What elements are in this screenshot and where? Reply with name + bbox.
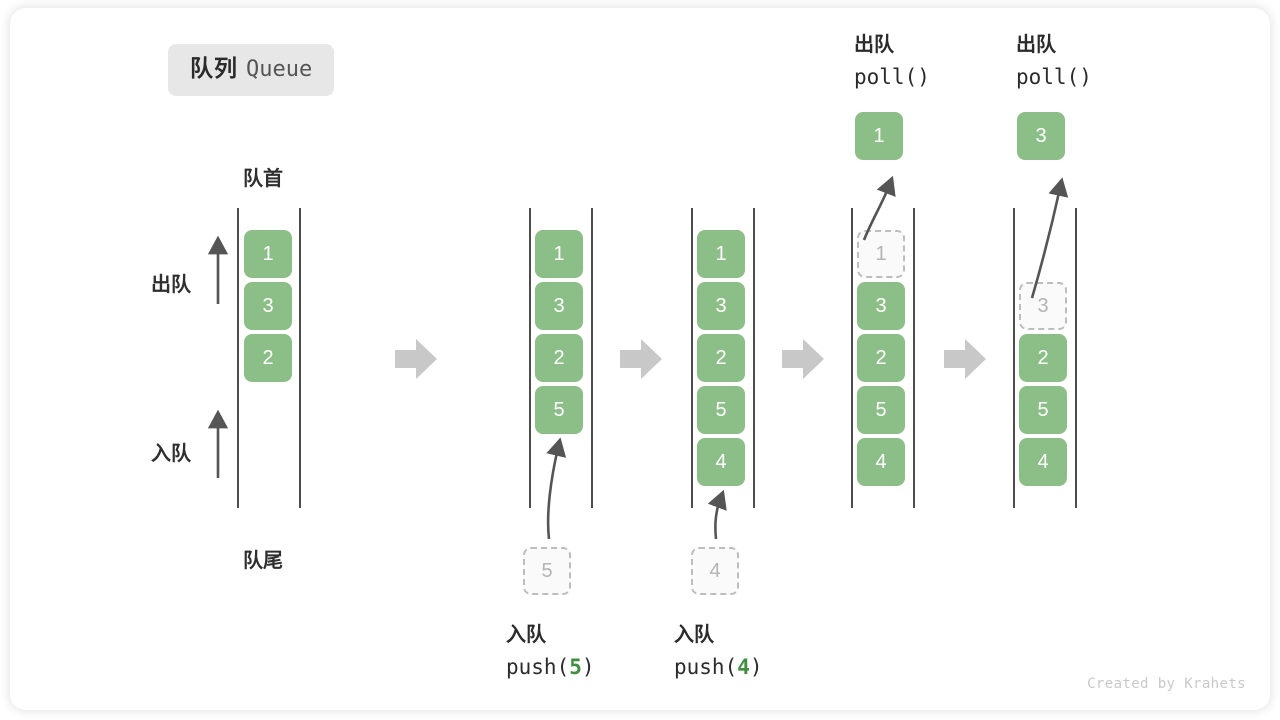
queue-cell: 2 (1019, 334, 1067, 382)
operation-code-suffix: ) (749, 655, 763, 679)
push-arrow-4 (707, 489, 727, 540)
operation-code-prefix: poll( (854, 65, 918, 89)
operation-label-poll-1: 出队 poll() (854, 30, 930, 94)
queue-rail-left-5 (1013, 208, 1015, 508)
queue-cell: 1 (244, 230, 292, 278)
queue-cell: 2 (535, 334, 583, 382)
queue-cell: 1 (697, 230, 745, 278)
queue-rail-right-3 (753, 208, 755, 508)
watermark: Created by Krahets (1087, 676, 1246, 692)
operation-zh: 入队 (506, 624, 546, 646)
operation-zh: 出队 (1016, 34, 1056, 56)
queue-cell: 2 (697, 334, 745, 382)
queue-rail-right-5 (1075, 208, 1077, 508)
queue-cell: 2 (244, 334, 292, 382)
operation-label-poll-3: 出队 poll() (1016, 30, 1092, 94)
operation-code: push(5) (506, 651, 595, 684)
operation-label-push-5: 入队 push(5) (506, 620, 595, 684)
operation-code-suffix: ) (581, 655, 595, 679)
operation-code-prefix: push( (506, 655, 570, 679)
step-arrow (782, 339, 824, 379)
queue-cell-ghost: 3 (1019, 282, 1067, 330)
step-arrow (395, 339, 437, 379)
queue-cell: 3 (244, 282, 292, 330)
operation-code-value: 4 (737, 655, 750, 679)
queue-cell-ghost: 1 (857, 230, 905, 278)
queue-rail-right-2 (591, 208, 593, 508)
popped-value: 3 (1017, 112, 1065, 160)
queue-rail-left-3 (691, 208, 693, 508)
title-zh: 队列 (190, 55, 238, 81)
label-dequeue-direction: 出队 (151, 274, 191, 296)
operation-code-value: 5 (569, 655, 582, 679)
popped-value: 1 (855, 112, 903, 160)
queue-cell: 3 (535, 282, 583, 330)
step-arrow (620, 339, 662, 379)
operation-code-prefix: poll( (1016, 65, 1080, 89)
queue-rail-left-2 (529, 208, 531, 508)
operation-zh: 出队 (854, 34, 894, 56)
pending-push-value: 5 (523, 547, 571, 595)
diagram-stage: 队列 Queue 队首 队尾 出队 入队 1 3 2 1 3 2 5 5 入队 p… (10, 8, 1270, 710)
title-badge: 队列 Queue (168, 44, 335, 96)
operation-label-push-4: 入队 push(4) (674, 620, 763, 684)
operation-zh: 入队 (674, 624, 714, 646)
operation-code: poll() (1016, 61, 1092, 94)
queue-cell: 4 (1019, 438, 1067, 486)
operation-code: push(4) (674, 651, 763, 684)
operation-code-prefix: push( (674, 655, 738, 679)
queue-cell: 2 (857, 334, 905, 382)
push-arrow-5 (546, 437, 567, 540)
queue-cell: 5 (857, 386, 905, 434)
queue-cell: 5 (697, 386, 745, 434)
arrows-overlay (207, 175, 1069, 540)
diagram-card: 队列 Queue 队首 队尾 出队 入队 1 3 2 1 3 2 5 5 入队 p… (10, 8, 1270, 710)
queue-rail-left-4 (851, 208, 853, 508)
label-front: 队首 (243, 168, 283, 190)
queue-cell: 5 (1019, 386, 1067, 434)
operation-code: poll() (854, 61, 930, 94)
pending-push-value: 4 (691, 547, 739, 595)
queue-rail-right-1 (299, 208, 301, 508)
queue-cell: 4 (857, 438, 905, 486)
queue-cell: 5 (535, 386, 583, 434)
queue-cell: 1 (535, 230, 583, 278)
label-enqueue-direction: 入队 (151, 443, 191, 465)
operation-code-suffix: ) (917, 65, 930, 89)
operation-code-suffix: ) (1079, 65, 1092, 89)
queue-cell: 3 (697, 282, 745, 330)
step-arrow (944, 339, 986, 379)
queue-rail-left-1 (237, 208, 239, 508)
label-rear: 队尾 (243, 550, 283, 572)
title-en: Queue (246, 57, 313, 82)
queue-cell: 4 (697, 438, 745, 486)
queue-cell: 3 (857, 282, 905, 330)
queue-rail-right-4 (913, 208, 915, 508)
